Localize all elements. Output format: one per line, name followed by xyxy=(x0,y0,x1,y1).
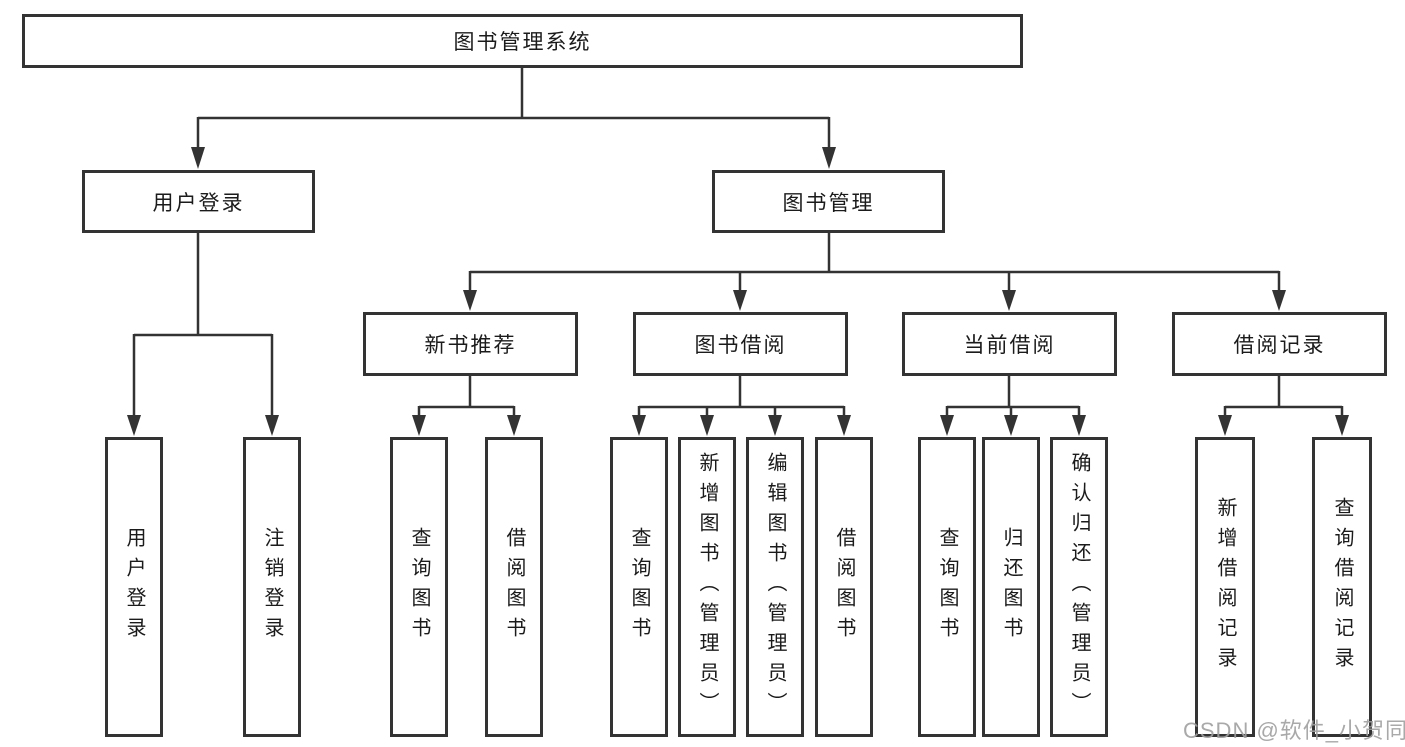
node-root-label: 图书管理系统 xyxy=(453,31,592,54)
leaf-logout: 注销登录 xyxy=(243,437,301,737)
node-borrow-records: 借阅记录 xyxy=(1172,312,1387,376)
leaf-borrow-borrow-books: 借阅图书 xyxy=(815,437,873,737)
leaf-current-confirm-return-admin-label: 确认归还（管理员） xyxy=(1068,452,1090,722)
node-user-login: 用户登录 xyxy=(82,170,315,233)
leaf-newbooks-query-books-label: 查询图书 xyxy=(408,527,430,647)
leaf-newbooks-query-books: 查询图书 xyxy=(390,437,448,737)
leaf-logout-label: 注销登录 xyxy=(261,527,283,647)
connector-root xyxy=(196,66,831,150)
arrowheads-level3 xyxy=(463,290,1286,311)
leaf-records-query-record: 查询借阅记录 xyxy=(1312,437,1372,737)
leaf-borrow-add-books-admin-label: 新增图书（管理员） xyxy=(696,452,718,722)
leaf-borrow-edit-books-admin: 编辑图书（管理员） xyxy=(746,437,804,737)
leaf-newbooks-borrow-books-label: 借阅图书 xyxy=(503,527,525,647)
connector-book-mgmt xyxy=(468,232,1281,292)
leaf-records-add-record: 新增借阅记录 xyxy=(1195,437,1255,737)
node-new-book-recommend: 新书推荐 xyxy=(363,312,578,376)
node-root: 图书管理系统 xyxy=(22,14,1023,68)
node-borrow-records-label: 借阅记录 xyxy=(1233,334,1326,357)
node-user-login-label: 用户登录 xyxy=(152,191,245,215)
leaf-borrow-add-books-admin: 新增图书（管理员） xyxy=(678,437,736,737)
node-book-management-label: 图书管理 xyxy=(782,191,875,215)
leaf-current-confirm-return-admin: 确认归还（管理员） xyxy=(1050,437,1108,737)
connector-user-login xyxy=(132,232,274,417)
connector-new-books xyxy=(417,375,516,417)
arrowheads-user-login xyxy=(127,415,279,436)
node-book-borrow: 图书借阅 xyxy=(633,312,848,376)
leaf-current-return-books: 归还图书 xyxy=(982,437,1040,737)
leaf-current-return-books-label: 归还图书 xyxy=(1000,527,1022,647)
leaf-current-query-books: 查询图书 xyxy=(918,437,976,737)
leaf-borrow-borrow-books-label: 借阅图书 xyxy=(833,527,855,647)
arrowheads-level2 xyxy=(191,147,836,169)
leaf-records-add-record-label: 新增借阅记录 xyxy=(1214,497,1236,677)
leaf-user-login: 用户登录 xyxy=(105,437,163,737)
connector-current xyxy=(945,375,1081,417)
node-current-borrow-label: 当前借阅 xyxy=(963,334,1056,357)
connector-records xyxy=(1223,375,1344,417)
leaf-records-query-record-label: 查询借阅记录 xyxy=(1331,497,1353,677)
leaf-user-login-label: 用户登录 xyxy=(123,527,145,647)
arrowheads-level4 xyxy=(412,415,1349,436)
leaf-newbooks-borrow-books: 借阅图书 xyxy=(485,437,543,737)
node-new-book-recommend-label: 新书推荐 xyxy=(424,334,517,357)
leaf-borrow-edit-books-admin-label: 编辑图书（管理员） xyxy=(764,452,786,722)
leaf-borrow-query-books: 查询图书 xyxy=(610,437,668,737)
node-book-management: 图书管理 xyxy=(712,170,945,233)
leaf-borrow-query-books-label: 查询图书 xyxy=(628,527,650,647)
leaf-current-query-books-label: 查询图书 xyxy=(936,527,958,647)
connector-borrow xyxy=(637,375,846,417)
csdn-watermark: CSDN @软件_小贺同学 xyxy=(1183,718,1405,743)
node-book-borrow-label: 图书借阅 xyxy=(694,334,787,357)
node-current-borrow: 当前借阅 xyxy=(902,312,1117,376)
